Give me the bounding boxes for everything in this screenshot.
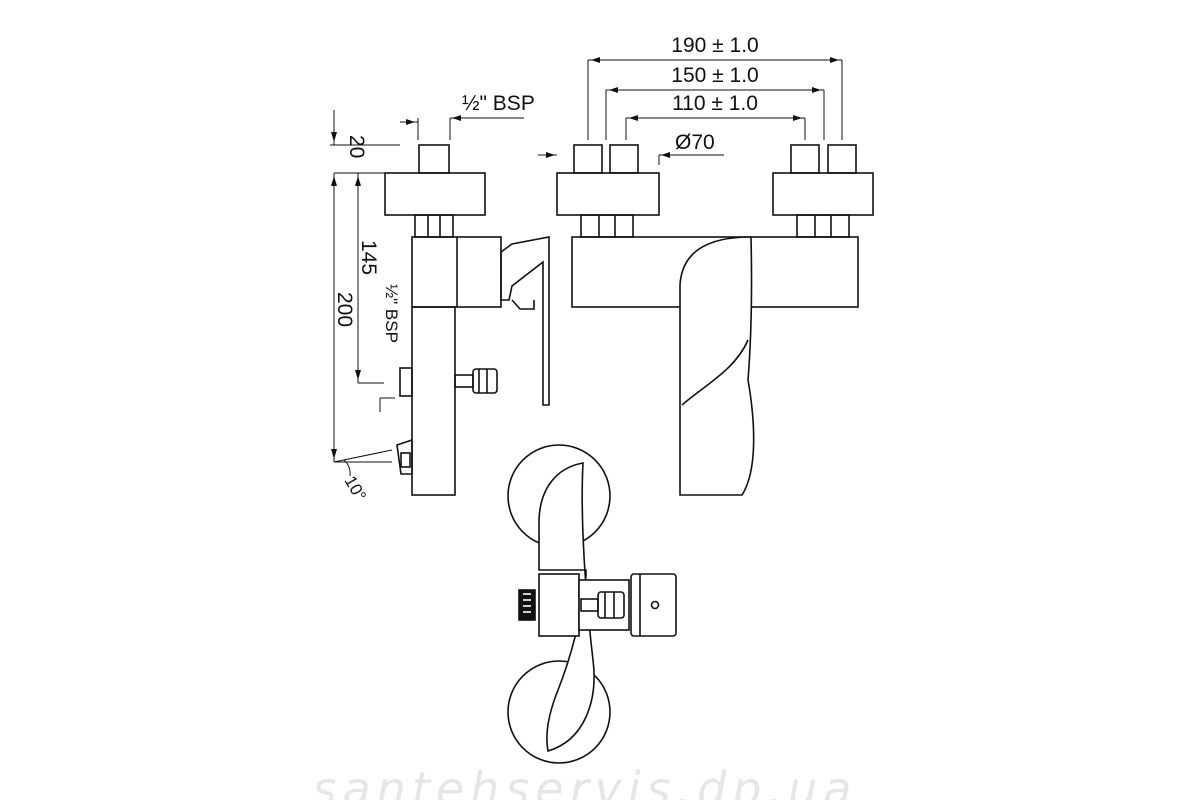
front-left-pin-inner xyxy=(609,144,639,174)
label-diameter: Ø70 xyxy=(675,131,715,154)
top-cap xyxy=(630,573,677,637)
side-flange xyxy=(384,172,486,216)
label-thread-side: ½" BSP xyxy=(382,284,401,343)
side-top-connector xyxy=(418,144,450,174)
top-lower-rosette xyxy=(507,660,611,764)
side-lever xyxy=(500,236,550,406)
top-view xyxy=(507,444,677,764)
top-cap-hole xyxy=(650,600,660,610)
front-lever xyxy=(679,236,755,496)
label-thread-top: ½" BSP xyxy=(462,92,535,115)
label-inner-width: 110 ± 1.0 xyxy=(672,92,758,115)
label-height-200: 200 xyxy=(333,292,356,327)
top-body-block xyxy=(538,573,580,637)
side-outlet xyxy=(396,438,413,475)
label-top-height: 20 xyxy=(345,135,368,158)
front-right-flange xyxy=(772,172,874,216)
side-diverter-stem xyxy=(454,374,474,388)
dimension-labels: 190 ± 1.0 150 ± 1.0 110 ± 1.0 Ø70 ½" BSP… xyxy=(333,34,759,504)
label-angle: 10° xyxy=(341,473,370,505)
front-left-pin-outer xyxy=(573,144,603,174)
front-right-pin-inner xyxy=(790,144,820,174)
side-view xyxy=(384,144,550,496)
side-diverter-base xyxy=(399,367,413,397)
side-hex-nut xyxy=(414,214,454,238)
label-height-145: 145 xyxy=(357,240,380,275)
side-view-arrows xyxy=(331,115,461,459)
top-diverter-knob xyxy=(597,591,625,619)
front-view xyxy=(556,144,874,496)
top-body-rail xyxy=(578,579,630,631)
label-overall-width: 190 ± 1.0 xyxy=(671,34,758,57)
side-body-column xyxy=(411,306,456,496)
front-left-flange xyxy=(556,172,660,216)
front-view-arrows xyxy=(546,57,839,158)
front-left-nut xyxy=(580,214,634,238)
side-view-dimensions xyxy=(330,110,524,477)
label-mid-width: 150 ± 1.0 xyxy=(671,64,758,87)
front-view-dimensions xyxy=(538,59,843,165)
front-right-pin-outer xyxy=(827,144,857,174)
side-diverter-knob xyxy=(472,368,498,394)
watermark-text: santehservis.dp.ua xyxy=(313,762,858,800)
front-right-nut xyxy=(796,214,850,238)
